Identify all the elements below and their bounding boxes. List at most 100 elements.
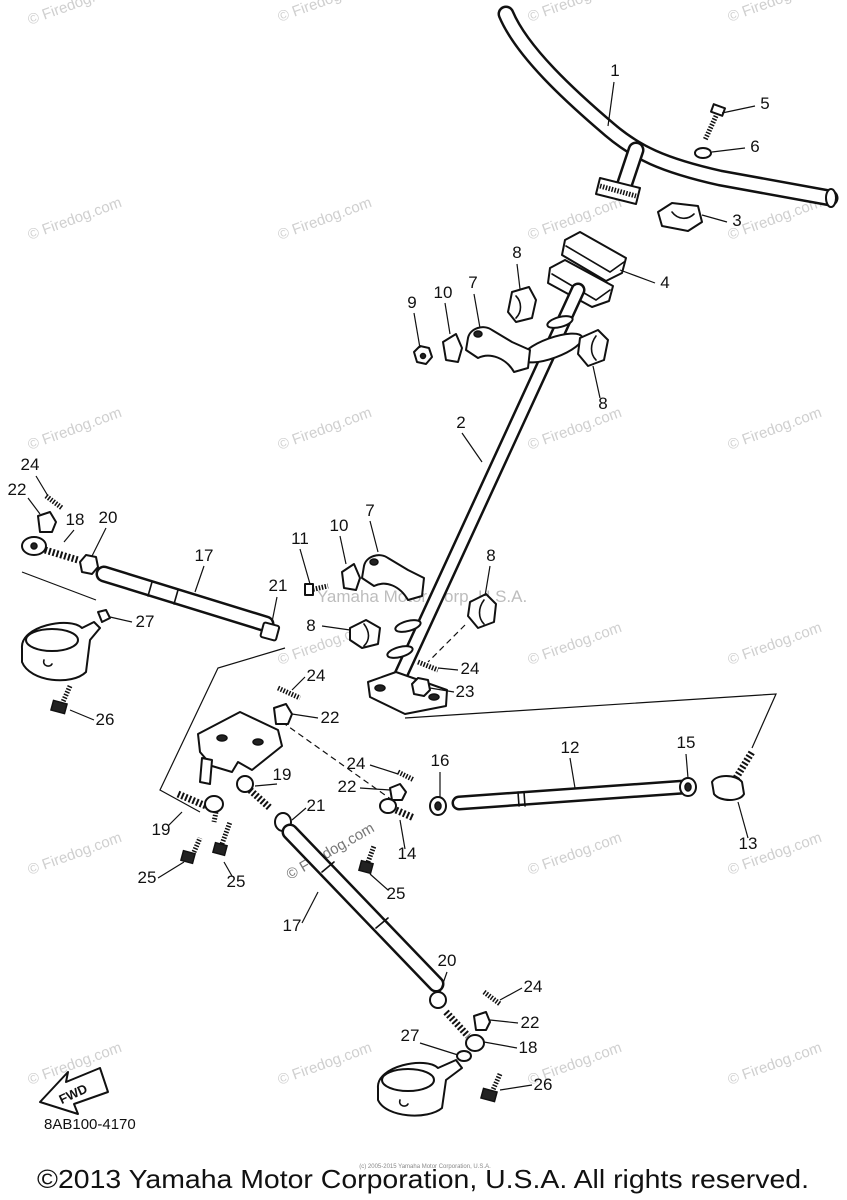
callout-label: 25 xyxy=(387,884,406,903)
watermark: © Firedog.com xyxy=(526,829,624,879)
leader-line xyxy=(607,81,615,127)
clip-lower xyxy=(341,563,361,591)
bracket-link-line xyxy=(21,571,97,601)
spindle-bracket-lower xyxy=(376,1059,463,1117)
steering-column xyxy=(367,282,586,715)
callout-label: 8 xyxy=(512,243,521,262)
watermark: © Firedog.com xyxy=(276,194,374,244)
callout-label: 24 xyxy=(21,455,40,474)
callout-label: 8 xyxy=(486,546,495,565)
leader-line xyxy=(499,1084,533,1091)
callout-label: 26 xyxy=(534,1075,553,1094)
callout-label: 9 xyxy=(407,293,416,312)
leader-line xyxy=(369,764,399,775)
column-holder-upper xyxy=(465,326,531,373)
watermark: © Firedog.com xyxy=(26,829,124,879)
steering-knuckle xyxy=(197,711,283,785)
callout-label: 26 xyxy=(96,710,115,729)
nut-upper xyxy=(413,345,433,365)
bolt-center-mid xyxy=(211,821,233,857)
callout-label: 11 xyxy=(291,529,309,548)
column-link-line xyxy=(427,624,466,663)
bolt-center-right xyxy=(357,845,377,875)
nut-column xyxy=(411,677,431,697)
leader-line xyxy=(711,147,746,153)
tie-rod-lower xyxy=(281,823,445,993)
spindle-bracket-left xyxy=(20,621,101,682)
leader-line xyxy=(359,787,391,791)
callout-label: 17 xyxy=(195,546,214,565)
leader-line xyxy=(369,520,379,553)
castle-nut-lower xyxy=(473,1011,491,1031)
leader-line xyxy=(461,432,483,463)
callout-label: 2 xyxy=(456,413,465,432)
leader-line xyxy=(109,616,133,623)
leader-line xyxy=(685,753,689,779)
copyright-notice: ©2013 Yamaha Motor Corporation, U.S.A. A… xyxy=(37,1164,809,1194)
leader-line xyxy=(271,596,278,623)
callout-label: 20 xyxy=(438,951,457,970)
cotter-pin-left xyxy=(44,494,64,510)
tie-rod-link-line xyxy=(281,721,393,801)
callout-label: 25 xyxy=(227,872,246,891)
castle-nut-right xyxy=(389,783,407,801)
callout-label: 22 xyxy=(8,480,27,499)
leader-line xyxy=(63,529,75,543)
callout-label: 7 xyxy=(365,501,374,520)
leader-line xyxy=(619,269,656,284)
clip-upper xyxy=(442,333,463,363)
tie-rod-end-center-right xyxy=(236,775,273,811)
bushing-lower-right xyxy=(467,593,497,629)
callout-label: 27 xyxy=(401,1026,420,1045)
watermark: © Firedog.com xyxy=(26,0,124,29)
callout-label: 22 xyxy=(338,777,357,796)
leader-line xyxy=(291,807,307,821)
leader-line xyxy=(399,819,406,850)
leader-line xyxy=(439,971,448,993)
callout-label: 6 xyxy=(750,137,759,156)
watermark-layer: © Firedog.com © Firedog.com © Firedog.co… xyxy=(26,0,824,1089)
callout-label: 12 xyxy=(561,738,580,757)
leader-line xyxy=(27,497,41,515)
tie-rod-end-lower xyxy=(443,1009,485,1052)
callout-label: 14 xyxy=(398,844,417,863)
tie-rod-end-outer xyxy=(711,750,755,801)
leader-line xyxy=(301,891,319,924)
watermark: © Firedog.com xyxy=(276,1039,374,1089)
tie-rod-end-left xyxy=(21,536,80,564)
callout-label: 24 xyxy=(524,977,543,996)
leader-line xyxy=(489,1019,519,1024)
tie-rod-right xyxy=(451,779,692,811)
leader-line xyxy=(91,527,107,557)
assembly-lines xyxy=(21,571,777,813)
callout-label: 10 xyxy=(434,283,453,302)
castle-nut-center xyxy=(273,703,293,725)
callout-label: 8 xyxy=(306,616,315,635)
handlebar-bolt xyxy=(702,103,727,142)
cotter-pin-lower xyxy=(482,990,502,1006)
locknut-tie-rod-left xyxy=(259,621,281,642)
callout-label: 18 xyxy=(519,1038,538,1057)
locknut-left xyxy=(79,554,99,575)
leader-line xyxy=(35,475,49,497)
callout-label: 5 xyxy=(760,94,769,113)
bolt-spindle-lower xyxy=(480,1072,503,1103)
column-holder-lower xyxy=(361,554,425,601)
callout-label: 17 xyxy=(283,916,302,935)
locknut-lower xyxy=(429,991,447,1009)
leader-line xyxy=(254,783,278,787)
watermark: © Firedog.com xyxy=(526,619,624,669)
callout-label: 18 xyxy=(66,510,85,529)
leader-line xyxy=(413,312,421,349)
leader-line xyxy=(194,565,205,593)
bolt-spindle-left xyxy=(50,684,73,715)
leader-line xyxy=(721,105,756,114)
callout-label: 25 xyxy=(138,868,157,887)
handlebar-holder xyxy=(547,231,627,308)
callout-label: 1 xyxy=(610,61,619,80)
callout-label: 23 xyxy=(456,682,475,701)
castle-nut-left xyxy=(37,511,57,533)
leader-line xyxy=(157,861,185,879)
locknut-right-outer xyxy=(679,777,697,797)
